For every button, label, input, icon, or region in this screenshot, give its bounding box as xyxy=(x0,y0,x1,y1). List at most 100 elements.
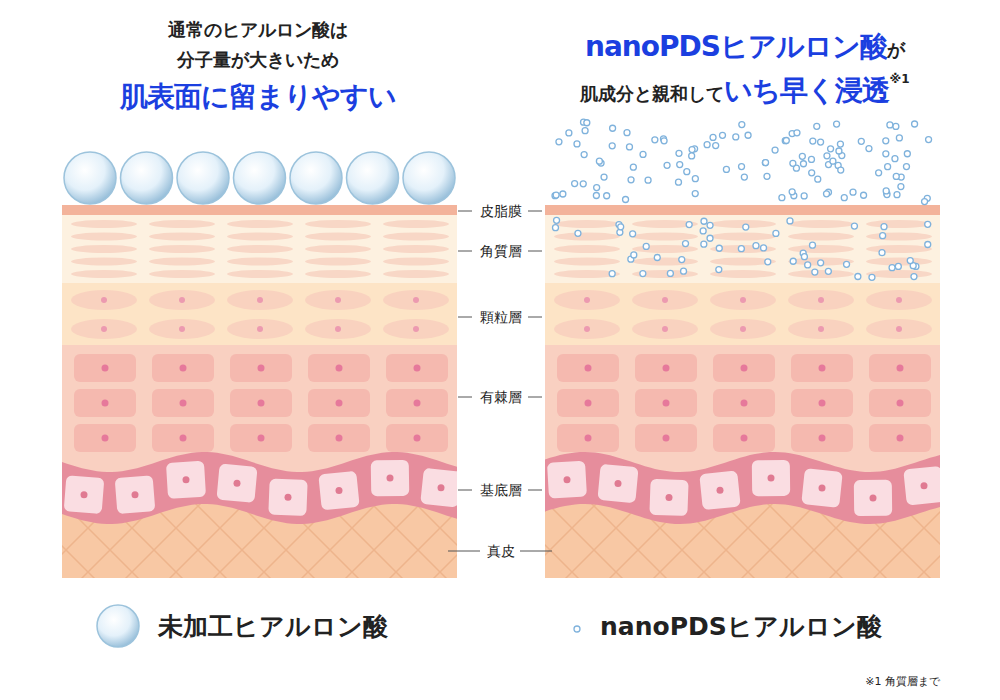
nano-particle xyxy=(701,241,707,247)
basal-layer xyxy=(545,452,940,524)
basal-cell xyxy=(371,460,410,497)
cell-nucleus xyxy=(662,326,668,332)
nano-particle xyxy=(893,123,899,129)
nano-particle xyxy=(907,258,913,264)
cell-nucleus xyxy=(101,297,107,303)
corneum-cell xyxy=(71,220,137,228)
nano-particle xyxy=(630,231,636,237)
cell-nucleus xyxy=(101,326,107,332)
heading-text: 分子量が大きいため xyxy=(177,48,339,72)
cell-nucleus xyxy=(257,326,263,332)
corneum-cell xyxy=(71,233,137,241)
corneum-cell xyxy=(632,245,698,253)
corneum-cell xyxy=(788,245,854,253)
text-line: 顆粒層 xyxy=(479,309,523,327)
corneum-cell xyxy=(554,233,620,241)
nano-particle xyxy=(753,243,759,249)
layer-label: 顆粒層 xyxy=(480,309,522,327)
nano-particle xyxy=(838,167,844,173)
basal-cell xyxy=(268,479,307,516)
nano-particle xyxy=(783,138,789,144)
corneum-cell xyxy=(71,258,137,266)
nano-particle xyxy=(790,160,796,166)
layer-label: 真皮 xyxy=(487,543,515,561)
nano-particle xyxy=(676,150,682,156)
corneum-cell xyxy=(227,245,293,253)
spinous-cell xyxy=(557,424,619,452)
nano-particle xyxy=(723,166,729,172)
cell-nucleus xyxy=(102,400,109,407)
nano-particle xyxy=(794,130,800,136)
nano-particle xyxy=(630,164,636,170)
spinous-cell xyxy=(74,389,136,417)
nano-particle xyxy=(911,274,917,280)
nano-particle xyxy=(765,259,771,265)
spinous-cell xyxy=(869,389,931,417)
leader-line xyxy=(528,251,542,252)
text-line: 肌表面に留まりやすい xyxy=(120,78,396,116)
cell-nucleus xyxy=(897,400,904,407)
nano-particle xyxy=(716,267,722,273)
cell-nucleus xyxy=(819,365,826,372)
leader-line xyxy=(458,317,472,318)
spinous-cell xyxy=(869,424,931,452)
nano-particle xyxy=(713,143,719,149)
basal-cell xyxy=(318,471,359,511)
cell-nucleus xyxy=(414,400,421,407)
leader-line xyxy=(528,490,542,491)
nano-particle xyxy=(640,151,646,157)
nano-particle xyxy=(623,196,629,202)
nano-particle xyxy=(895,263,901,269)
corneum-cell xyxy=(554,258,620,266)
text-line: 有棘層 xyxy=(479,389,523,407)
nano-particle xyxy=(809,242,815,248)
nano-particle xyxy=(892,156,898,162)
nano-particle xyxy=(686,222,692,228)
nano-particle xyxy=(808,156,814,162)
corneum-cell xyxy=(383,270,449,278)
cell-nucleus xyxy=(179,326,185,332)
spinous-cell xyxy=(635,424,697,452)
nano-particle xyxy=(800,161,806,167)
spinous-cell xyxy=(869,354,931,382)
nano-particle xyxy=(898,184,904,190)
corneum-cell xyxy=(227,270,293,278)
nano-particle xyxy=(836,148,842,154)
spinous-cell xyxy=(230,424,292,452)
granular-cell xyxy=(554,290,620,310)
spinous-cell xyxy=(152,424,214,452)
nano-particle xyxy=(554,217,560,223)
nano-particle xyxy=(560,191,566,197)
nano-particle xyxy=(763,160,769,166)
nano-particle xyxy=(689,147,695,153)
corneum-cell xyxy=(383,220,449,228)
nano-particle xyxy=(745,132,751,138)
granular-layer xyxy=(62,283,457,345)
cell-nucleus xyxy=(666,494,673,501)
nano-particle xyxy=(584,120,590,126)
legend-entry: 未加工ヒアルロン酸 xyxy=(92,603,388,649)
basal-cell xyxy=(597,464,638,503)
nano-particle xyxy=(824,191,830,197)
granular-cell xyxy=(149,319,215,339)
nano-particle xyxy=(601,174,607,180)
cell-nucleus xyxy=(819,485,826,492)
leader-line xyxy=(458,211,472,212)
cell-nucleus xyxy=(819,400,826,407)
cell-nucleus xyxy=(897,435,904,442)
cell-nucleus xyxy=(584,326,590,332)
nano-particle xyxy=(700,228,706,234)
basal-cell xyxy=(64,475,105,514)
cell-nucleus xyxy=(336,365,343,372)
text-line: 通常のヒアルロン酸は xyxy=(168,18,348,42)
corneum-cell xyxy=(149,245,215,253)
spinous-cell xyxy=(308,354,370,382)
spinous-cell xyxy=(791,389,853,417)
nano-particle xyxy=(830,158,836,164)
nano-particle xyxy=(818,260,824,266)
nano-particle xyxy=(881,224,887,230)
corneum-layer xyxy=(62,215,457,283)
layer-label: 基底層 xyxy=(480,482,522,500)
corneum-cell xyxy=(632,270,698,278)
